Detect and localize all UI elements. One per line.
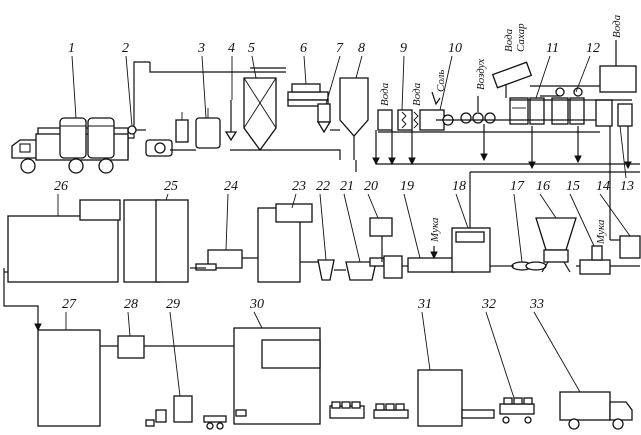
label-vozdukh: Воздух <box>475 59 487 90</box>
label-11: 11 <box>546 41 559 56</box>
label-28: 28 <box>124 297 138 312</box>
label-voda-1: Вода <box>379 82 391 106</box>
flour-feeder <box>407 246 455 273</box>
solution-tanks <box>509 97 545 125</box>
label-20: 20 <box>364 179 378 194</box>
bread-rack <box>145 395 193 427</box>
label-5: 5 <box>248 41 255 56</box>
blower-unit <box>145 139 173 157</box>
label-7: 7 <box>336 41 344 56</box>
label-sakhar: Сахар <box>515 23 527 52</box>
header-pipes <box>355 124 640 240</box>
label-17: 17 <box>510 179 525 194</box>
label-30: 30 <box>249 297 264 312</box>
label-26: 26 <box>54 179 68 194</box>
storage-silo <box>175 108 221 149</box>
storage-tanks <box>595 99 633 127</box>
fermentation-hopper <box>535 217 577 273</box>
label-24: 24 <box>224 179 238 194</box>
air-filter <box>460 96 496 124</box>
packing-area <box>233 327 321 425</box>
sugar-tank <box>491 61 533 98</box>
bread-delivery-truck <box>559 391 633 430</box>
flour-bin <box>339 77 369 160</box>
dosing-cyclone <box>316 103 332 134</box>
screw-feeder <box>287 83 329 107</box>
label-1: 1 <box>68 41 75 56</box>
label-10: 10 <box>448 41 462 56</box>
label-25: 25 <box>164 179 178 194</box>
cooling-chamber <box>37 329 101 427</box>
water-tank <box>599 40 637 93</box>
label-33: 33 <box>529 297 544 312</box>
label-muka-1: Мука <box>429 217 441 243</box>
leader-lines <box>57 55 631 399</box>
label-sol: Соль <box>435 70 447 92</box>
water-tanks <box>377 109 419 131</box>
expedition-room <box>417 369 463 427</box>
dough-mixer <box>345 257 385 281</box>
label-21: 21 <box>340 179 354 194</box>
label-32: 32 <box>481 297 496 312</box>
dosing-tanks <box>551 87 585 125</box>
tray-conveyor-left <box>203 409 247 430</box>
right-feeder <box>610 235 641 259</box>
label-voda-3: Вода <box>503 28 515 52</box>
weigher-hopper <box>224 100 238 142</box>
label-22: 22 <box>316 179 330 194</box>
label-18: 18 <box>452 179 466 194</box>
feed-filter <box>127 61 150 139</box>
dough-hopper <box>317 259 335 281</box>
label-29: 29 <box>166 297 180 312</box>
label-23: 23 <box>292 179 306 194</box>
label-muka-2: Мука <box>595 219 607 245</box>
label-4: 4 <box>228 41 235 56</box>
sieve-hopper <box>243 77 277 152</box>
label-13: 13 <box>620 179 634 194</box>
sorting-unit <box>100 335 234 359</box>
label-9: 9 <box>400 41 407 56</box>
label-16: 16 <box>536 179 550 194</box>
label-voda-4: Вода <box>611 14 623 38</box>
input-labels: Вода Вода Соль Воздух Вода Сахар Вода Му… <box>379 14 623 245</box>
label-8: 8 <box>358 41 365 56</box>
flour-tanker-truck <box>11 117 129 174</box>
label-2: 2 <box>122 41 129 56</box>
label-19: 19 <box>400 179 414 194</box>
dough-rounder <box>257 203 313 283</box>
label-15: 15 <box>566 179 580 194</box>
dosing-unit <box>369 217 403 279</box>
loading-conveyor <box>461 397 535 424</box>
kneading-machine <box>451 227 491 273</box>
label-voda-2: Вода <box>411 82 423 106</box>
label-3: 3 <box>197 41 205 56</box>
label-12: 12 <box>586 41 600 56</box>
label-27: 27 <box>62 297 77 312</box>
tray-conveyor <box>329 401 409 419</box>
label-31: 31 <box>417 297 432 312</box>
continuous-mixer <box>579 245 611 275</box>
label-6: 6 <box>300 41 307 56</box>
number-labels: 1 2 3 4 5 6 7 8 9 10 11 12 13 14 15 16 1… <box>54 41 634 312</box>
label-14: 14 <box>596 179 610 194</box>
dough-bowls <box>504 261 547 271</box>
proofing-cabinet <box>3 199 121 332</box>
salt-dissolver <box>419 91 454 131</box>
oven-unit <box>123 199 189 283</box>
